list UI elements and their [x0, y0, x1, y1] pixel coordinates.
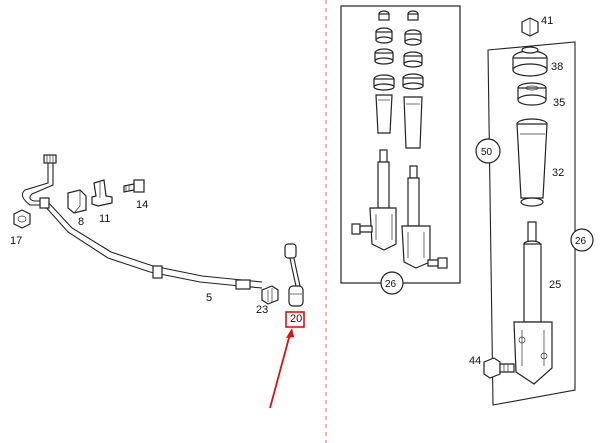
callout-35: 35: [553, 97, 565, 109]
nut-41: [521, 17, 539, 37]
strut-kit-box: 26: [340, 5, 461, 295]
kit-column-right: [401, 10, 448, 269]
bushing-8: [67, 189, 87, 214]
bar-end-threaded: [235, 279, 251, 290]
nut-17: [13, 209, 31, 229]
callout-ring-26-right: [570, 228, 594, 252]
callout-32: 32: [552, 167, 564, 179]
bearing-35: [517, 82, 547, 106]
callout-50: 50: [481, 147, 493, 158]
callout-11: 11: [99, 213, 110, 225]
kit-frame: [340, 5, 461, 284]
strut-assembly: 41 38 35 50 32 26: [469, 15, 594, 406]
callout-41: 41: [541, 15, 553, 27]
assembly-bracket: [487, 41, 576, 406]
callout-38: 38: [551, 61, 563, 73]
callout-44: 44: [469, 355, 481, 367]
callout-26-left: 26: [385, 279, 397, 290]
arrow-head: [286, 328, 294, 338]
bar-ring-left: [39, 197, 50, 209]
upper-mount-38: [512, 46, 548, 77]
callout-17: 17: [10, 235, 22, 247]
stabilizer-bar-edge: [29, 160, 263, 283]
bar-ring-right: [152, 265, 163, 279]
callout-5: 5: [206, 292, 212, 304]
callout-26-right: 26: [575, 236, 587, 247]
bolt-44: [483, 357, 515, 379]
bolt-14: [123, 179, 145, 193]
callout-14: 14: [136, 199, 148, 211]
callout-8: 8: [78, 216, 84, 228]
callout-ring-50: [475, 138, 501, 164]
link-rod-20: [284, 243, 304, 307]
callout-23: 23: [256, 304, 268, 316]
highlight-box: [285, 311, 305, 328]
nut-23: [261, 285, 279, 305]
clamp-11: [91, 179, 113, 207]
callout-25: 25: [549, 279, 561, 291]
stabilizer-bar: [21, 160, 263, 289]
shock-absorber-25: [513, 221, 553, 385]
highlight-arrow: [269, 333, 291, 409]
kit-column-left: [351, 10, 397, 251]
dust-boot-32: [516, 118, 548, 207]
stabilizer-bar-assembly: 17 8 11 14 5 23: [10, 154, 305, 409]
callout-20: 20: [290, 313, 302, 325]
callout-ring-26-left: [380, 271, 404, 295]
